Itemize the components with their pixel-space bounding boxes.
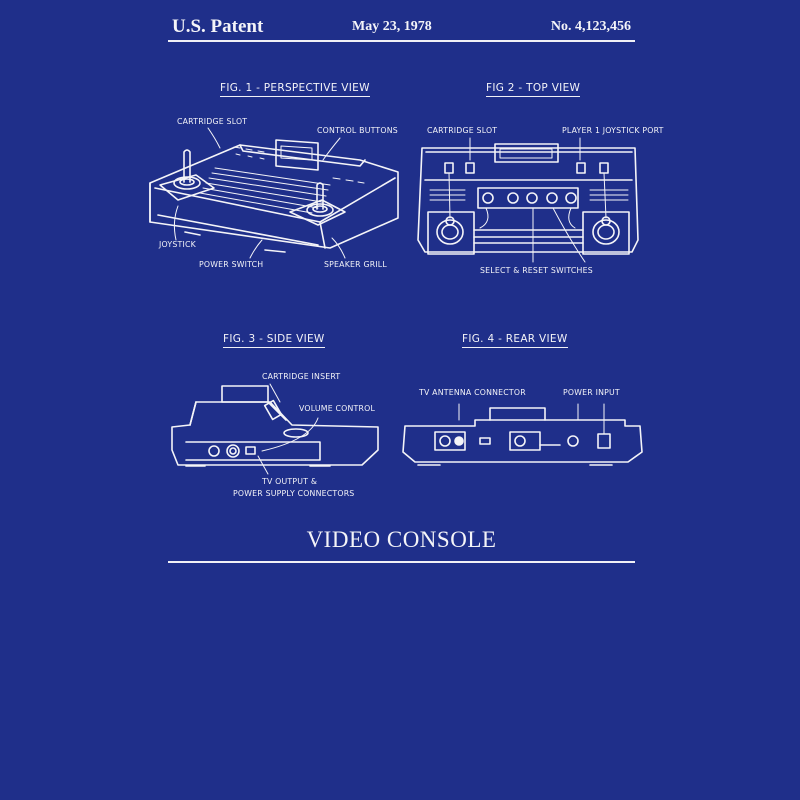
fig4-console-drawing — [402, 403, 643, 466]
fig1-label-power-switch: POWER SWITCH — [199, 260, 264, 269]
patent-header: U.S. Patent May 23, 1978 No. 4,123,456 — [168, 14, 635, 42]
fig1-label-speaker-grill: SPEAKER GRILL — [324, 260, 387, 269]
document-title: VIDEO CONSOLE — [306, 527, 497, 552]
footer-divider — [168, 561, 635, 563]
fig3-console-drawing — [171, 383, 379, 475]
fig3-label-cartridge-insert: CARTRIDGE INSERT — [262, 372, 341, 381]
fig1-label-joystick: JOYSTICK — [159, 240, 196, 249]
patent-label: U.S. Patent — [172, 16, 264, 37]
patent-date: May 23, 1978 — [352, 19, 432, 34]
fig4-label-tv-antenna: TV ANTENNA CONNECTOR — [419, 388, 526, 397]
fig1-title: FIG. 1 - PERSPECTIVE VIEW — [220, 82, 370, 97]
fig2-label-select-reset: SELECT & RESET SWITCHES — [480, 266, 593, 275]
fig2-label-joystick-port: PLAYER 1 JOYSTICK PORT — [562, 126, 664, 135]
fig4-title: FIG. 4 - REAR VIEW — [462, 333, 568, 348]
fig2-console-drawing — [417, 137, 639, 263]
fig3-label-tv-output: TV OUTPUT & — [262, 477, 318, 486]
fig3-title: FIG. 3 - SIDE VIEW — [223, 333, 325, 348]
fig1-label-control-buttons: CONTROL BUTTONS — [317, 126, 398, 135]
fig1-console-drawing — [149, 127, 399, 259]
fig4-label-power-input: POWER INPUT — [563, 388, 620, 397]
fig1-label-cartridge-slot: CARTRIDGE SLOT — [177, 117, 248, 126]
fig2-title: FIG 2 - TOP VIEW — [486, 82, 581, 97]
patent-number: No. 4,123,456 — [550, 19, 631, 34]
fig3-label-volume-control: VOLUME CONTROL — [299, 404, 376, 413]
fig3-label-power-supply: POWER SUPPLY CONNECTORS — [233, 489, 355, 498]
fig2-label-cartridge-slot: CARTRIDGE SLOT — [427, 126, 498, 135]
